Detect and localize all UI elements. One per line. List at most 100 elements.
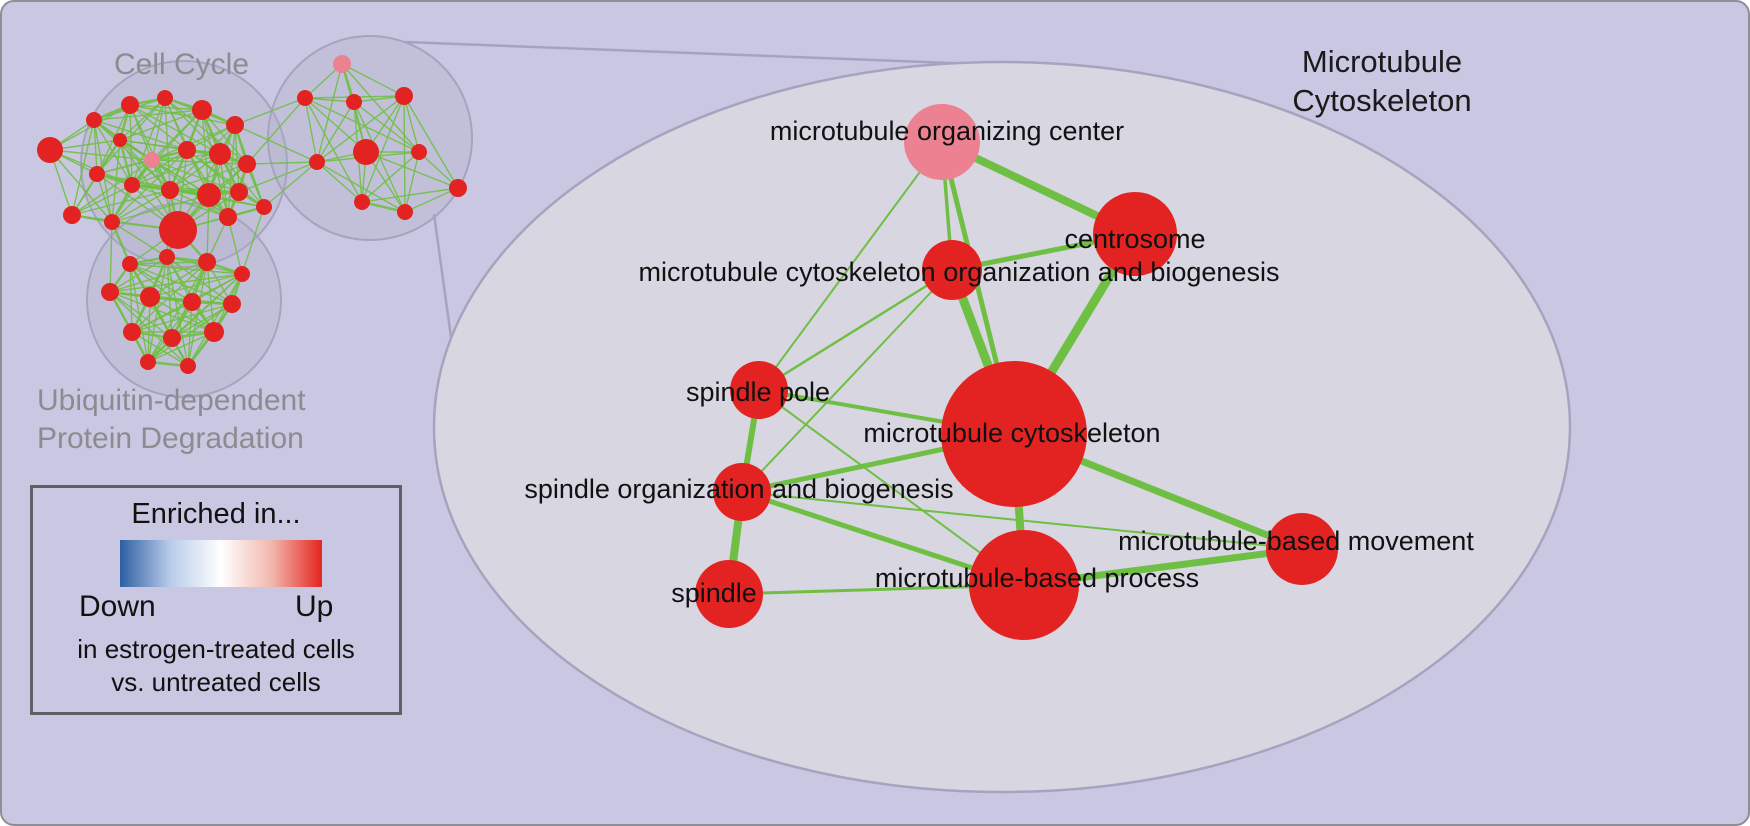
overview-edge <box>201 109 248 165</box>
overview-node <box>449 179 467 197</box>
overview-edge <box>93 119 98 175</box>
overview-edge <box>49 149 113 223</box>
overview-edge <box>304 97 318 163</box>
network-node-label-spindle: spindle <box>671 578 757 608</box>
overview-edge <box>93 119 188 151</box>
microtubule-label-line1: Microtubule <box>1301 44 1463 79</box>
legend-down-label: Down <box>79 590 156 623</box>
overview-edge <box>316 95 405 163</box>
overview-edge <box>93 119 133 186</box>
overview-edge <box>186 124 236 151</box>
legend-subtitle-line2: vs. untreated cells <box>111 667 321 697</box>
legend-subtitle-line1: in estrogen-treated cells <box>77 634 355 664</box>
microtubule-label-line2: Cytoskeleton <box>1292 83 1472 118</box>
overview-node <box>309 154 325 170</box>
overview-node <box>159 249 175 265</box>
overview-edge <box>131 184 229 218</box>
overview-edge <box>151 124 236 161</box>
overview-edge <box>129 104 171 191</box>
overview-edge <box>109 221 113 293</box>
cluster-label-microtubule-cytoskeleton: Microtubule Cytoskeleton <box>1267 42 1497 120</box>
overview-edge <box>187 301 193 367</box>
network-node-label-mbm: microtubule-based movement <box>1118 526 1474 556</box>
overview-edge <box>149 273 243 298</box>
overview-node <box>297 90 313 106</box>
overview-cluster-circles <box>80 35 473 398</box>
network-edge-mcob-sob <box>741 269 953 493</box>
overview-node <box>354 194 370 210</box>
overview-node <box>89 166 105 182</box>
overview-node <box>113 133 127 147</box>
overview-node <box>209 143 231 165</box>
overview-edge <box>111 194 210 223</box>
network-node-label-sob: spindle organization and biogenesis <box>524 474 953 504</box>
overview-edge <box>341 63 405 97</box>
overview-edge <box>238 161 318 193</box>
overview-edge <box>263 161 318 208</box>
overview-edge <box>109 273 243 293</box>
network-node-label-moc: microtubule organizing center <box>770 116 1124 146</box>
overview-edge <box>71 159 153 216</box>
overview-edge <box>131 149 188 186</box>
overview-edge <box>403 95 420 153</box>
overview-edge <box>227 216 243 275</box>
overview-node <box>226 116 244 134</box>
overview-edge <box>403 95 459 189</box>
overview-node <box>234 266 250 282</box>
overview-edge <box>316 161 363 203</box>
overview-edge <box>71 119 95 216</box>
network-node-moc <box>904 104 980 180</box>
overview-edge <box>111 221 168 258</box>
overview-edge <box>316 101 355 163</box>
overview-edge <box>304 97 367 153</box>
overview-edge <box>119 97 166 141</box>
network-node-spindle_pole <box>730 361 788 419</box>
overview-edge <box>316 161 406 213</box>
overview-node <box>104 214 120 230</box>
overview-node <box>86 112 102 128</box>
overview-node <box>163 329 181 347</box>
overview-edge <box>109 256 168 293</box>
overview-edge <box>71 184 133 216</box>
overview-node <box>395 87 413 105</box>
overview-edge <box>186 149 265 208</box>
cluster-label-ubiquitin: Ubiquitin-dependent Protein Degradation <box>37 382 306 458</box>
overview-edge <box>131 261 208 333</box>
legend-gradient-bar <box>120 540 322 587</box>
overview-edge <box>129 263 233 305</box>
overview-node <box>183 293 201 311</box>
overview-edge <box>96 149 188 175</box>
overview-edge <box>361 95 405 203</box>
overview-edge <box>361 187 459 203</box>
overview-node <box>122 256 138 272</box>
network-edge-moc-spindle_pole <box>758 141 943 391</box>
overview-edge <box>227 124 236 218</box>
zoom-indicator-line <box>404 40 1003 67</box>
overview-edge <box>129 263 193 303</box>
overview-edge <box>109 291 215 333</box>
overview-node <box>333 55 351 73</box>
overview-node <box>161 181 179 199</box>
network-node-label-mcob: microtubule cytoskeleton organization an… <box>639 257 1280 287</box>
network-node-mbm <box>1266 513 1338 585</box>
overview-edge <box>111 189 171 223</box>
overview-edge <box>119 109 203 141</box>
overview-node <box>397 204 413 220</box>
overview-nodes <box>37 55 467 374</box>
overview-node <box>223 295 241 313</box>
overview-node <box>180 358 196 374</box>
overview-edge <box>129 263 133 333</box>
overview-node <box>238 155 256 173</box>
overview-edge <box>241 206 265 275</box>
ubiquitin-label-line1: Ubiquitin-dependent <box>37 384 306 417</box>
overview-edge <box>316 63 343 163</box>
overview-node <box>159 211 197 249</box>
network-node-mc <box>941 361 1087 507</box>
overview-node <box>230 183 248 201</box>
overview-edge <box>109 261 208 293</box>
overview-edge <box>234 124 240 193</box>
overview-edge <box>129 104 133 186</box>
overview-edge <box>404 151 420 213</box>
overview-node <box>157 90 173 106</box>
overview-edge <box>187 273 243 367</box>
